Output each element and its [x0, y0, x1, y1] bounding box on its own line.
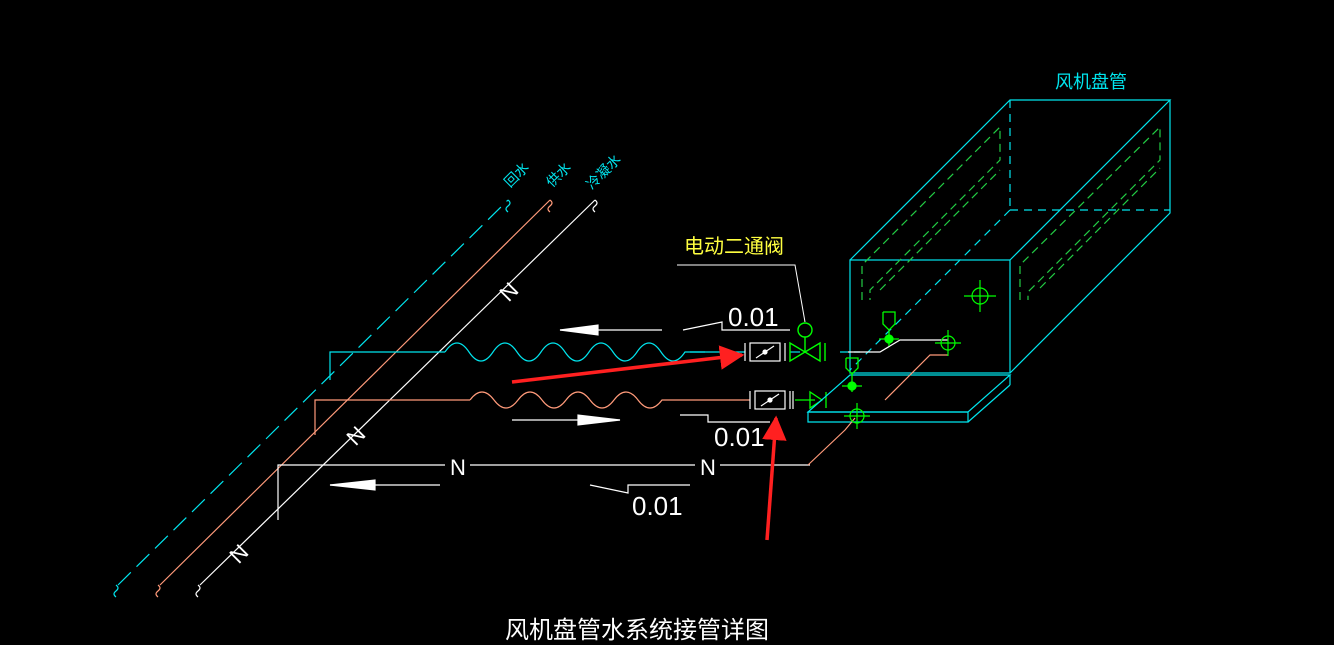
drain-pan	[806, 374, 1012, 423]
lower-valve-icon	[795, 390, 827, 410]
strainer-lower-icon	[749, 390, 794, 410]
air-vent-icon	[842, 311, 899, 392]
slope-indicator-mid	[680, 414, 770, 423]
return-water-label: 回水	[502, 160, 533, 191]
coil-connections	[807, 354, 948, 466]
condensate-riser	[195, 199, 598, 598]
drawing-title: 风机盘管水系统接管详图	[505, 616, 769, 644]
crosshair-fitting-icon	[844, 280, 996, 429]
n-mark-condensate-left: N	[450, 455, 466, 480]
flow-arrow-supply	[512, 414, 621, 426]
slope-label-bottom: 0.01	[632, 491, 683, 521]
flow-arrow-condensate	[329, 479, 440, 491]
supply-water-branch	[314, 391, 750, 435]
slope-indicator-bottom	[589, 484, 690, 494]
n-mark-riser-top: N	[494, 277, 523, 306]
red-arrow-upper	[511, 345, 745, 384]
coil-left	[861, 125, 1001, 300]
n-mark-riser-mid: N	[341, 421, 370, 450]
fan-coil-label: 风机盘管	[1055, 72, 1127, 93]
flow-arrow-return	[559, 324, 662, 336]
coil-right	[1019, 125, 1161, 300]
strainer-upper-icon	[744, 342, 786, 362]
slope-label-mid: 0.01	[714, 422, 765, 452]
valve-leader	[677, 264, 806, 323]
return-water-riser	[113, 199, 511, 598]
electric-two-way-valve-icon	[789, 322, 826, 363]
supply-water-label: 供水	[544, 160, 575, 191]
fan-coil-unit	[849, 99, 1172, 374]
slope-indicator-top	[682, 321, 790, 331]
condensate-label: 冷凝水	[584, 152, 625, 193]
n-mark-riser-bottom: N	[224, 539, 253, 568]
supply-water-riser	[155, 199, 553, 598]
n-mark-condensate-right: N	[700, 455, 716, 480]
condensate-branch	[277, 464, 810, 520]
red-arrow-lower	[762, 415, 787, 541]
valve-label: 电动二通阀	[684, 234, 784, 258]
slope-label-top: 0.01	[728, 302, 779, 332]
coil-return-connection	[848, 339, 948, 353]
